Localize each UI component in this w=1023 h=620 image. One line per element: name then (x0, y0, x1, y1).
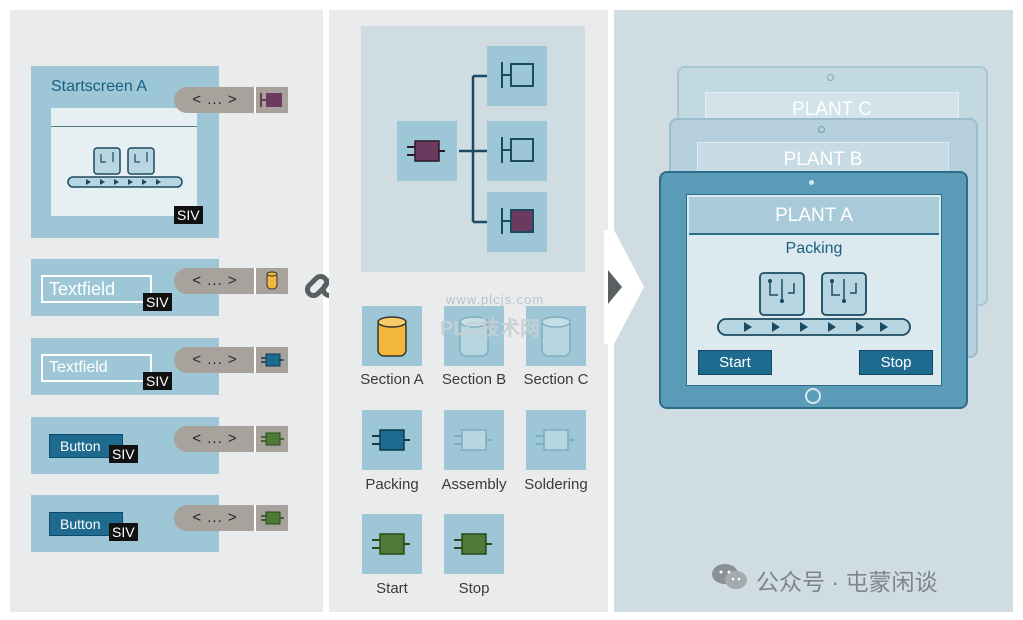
plant-a-screen: PLANT A Packing Start Stop (686, 194, 942, 386)
library-tile-assembly[interactable] (444, 410, 504, 470)
device-plant-a: PLANT A Packing Start Stop (659, 171, 968, 409)
library-label-soldering: Soldering (524, 476, 588, 493)
database-icon (377, 316, 407, 357)
pointer-button-2: < ... > (174, 505, 256, 531)
green-block-icon (454, 533, 492, 555)
tree-connectors (459, 74, 487, 224)
library-label-stop: Stop (458, 580, 490, 597)
empty-faceplate-icon (501, 137, 534, 163)
siv-badge: SIV (109, 445, 138, 463)
library-tile-stop[interactable] (444, 514, 504, 574)
block-icon-faded (454, 429, 492, 451)
purple-block-icon (254, 87, 288, 113)
green-block-icon (372, 533, 410, 555)
arrow-icon (604, 230, 644, 344)
startscreen-title: Startscreen A (51, 78, 148, 95)
watermark-site-name: PLC技术网 (440, 318, 540, 340)
empty-faceplate-icon (501, 62, 534, 88)
pointer-startscreen: < ... > (174, 87, 256, 113)
siv-badge: SIV (143, 293, 172, 311)
blue-block-icon (254, 347, 288, 373)
wechat-icon (712, 564, 747, 589)
green-block-icon (254, 426, 288, 452)
camera-dot (818, 126, 825, 133)
stop-button[interactable]: Stop (859, 350, 933, 375)
library-label-start: Start (376, 580, 408, 597)
pointer-textfield-1: < ... > (174, 268, 256, 294)
pointer-button-1: < ... > (174, 426, 256, 452)
watermark-account: 公众号 · 屯蒙闲谈 (756, 569, 938, 595)
database-icon-faded (541, 316, 571, 357)
parent-block-tile (397, 121, 457, 181)
watermark-site: www.plcjs.com (446, 292, 545, 307)
startscreen-preview (51, 108, 197, 216)
textfield-2: Textfield (41, 354, 152, 382)
child-tile-2 (487, 121, 547, 181)
camera-dot (827, 74, 834, 81)
library-label-section-b: Section B (441, 371, 507, 388)
home-button[interactable] (805, 388, 821, 404)
library-label-assembly: Assembly (441, 476, 507, 493)
siv-badge: SIV (174, 206, 203, 224)
database-icon (254, 268, 288, 294)
plant-b-title: PLANT B (783, 149, 863, 170)
plant-a-header: PLANT A (689, 197, 939, 235)
library-tile-soldering[interactable] (526, 410, 586, 470)
pointer-textfield-2: < ... > (174, 347, 256, 373)
child-tile-1 (487, 46, 547, 106)
purple-block-icon (407, 140, 445, 162)
library-label-section-c: Section C (523, 371, 589, 388)
plant-c-title: PLANT C (792, 99, 872, 120)
textfield-1: Textfield (41, 275, 152, 303)
packing-machine-icon (717, 272, 911, 336)
preview-machine-icon (67, 147, 183, 188)
library-tile-section-c[interactable] (526, 306, 586, 366)
camera-dot (809, 180, 814, 185)
green-block-icon (254, 505, 288, 531)
child-tile-3 (487, 192, 547, 252)
library-tile-start[interactable] (362, 514, 422, 574)
library-label-packing: Packing (365, 476, 419, 493)
library-tile-packing[interactable] (362, 410, 422, 470)
preview-header-line (51, 126, 197, 127)
database-icon-faded (459, 316, 489, 357)
library-tile-section-a[interactable] (362, 306, 422, 366)
library-label-section-a: Section A (360, 371, 424, 388)
block-icon-faded (536, 429, 574, 451)
start-button[interactable]: Start (698, 350, 772, 375)
section-label: Packing (785, 240, 843, 257)
purple-faceplate-icon (501, 208, 534, 234)
siv-badge: SIV (109, 523, 138, 541)
plant-a-title: PLANT A (775, 205, 853, 226)
library-tile-section-b[interactable] (444, 306, 504, 366)
faceplate-tree (361, 26, 585, 272)
siv-badge: SIV (143, 372, 172, 390)
blue-block-icon (372, 429, 410, 451)
